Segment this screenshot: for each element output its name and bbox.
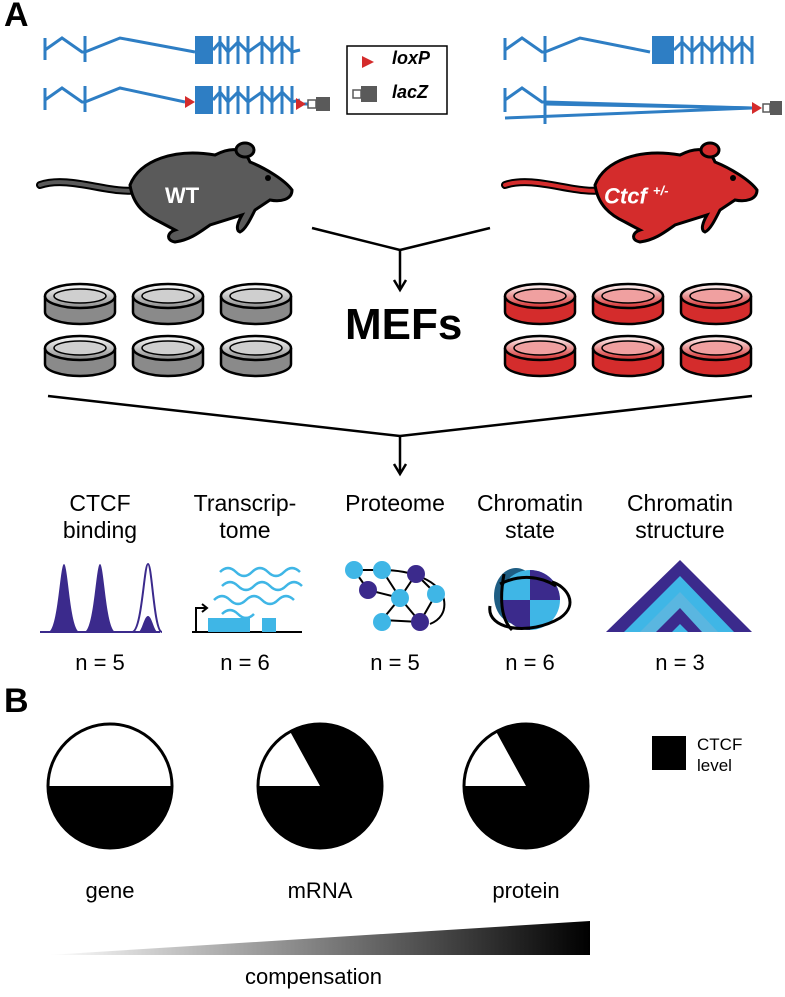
sample-count: n = 5: [370, 650, 420, 675]
assay-label-line1: Chromatin: [626, 490, 734, 516]
lacz-cassette-left: [307, 97, 330, 111]
assay-label-proteome: Proteome: [330, 490, 460, 517]
pie-filled-wedge: [48, 786, 172, 848]
het-gene-model-top: [503, 36, 754, 64]
panel-a-graphics: [36, 36, 782, 633]
ctcf-het-mouse-icon: [501, 141, 759, 244]
lacz-legend-icon: [352, 86, 377, 102]
chip-seq-peaks-icon: [40, 562, 163, 633]
merge-arrow-top: [311, 226, 491, 293]
assay-label-line1: Proteome: [345, 490, 445, 516]
lacz-legend-label: lacZ: [392, 82, 429, 102]
panel-b-letter: B: [4, 682, 29, 720]
assay-label-line1: Chromatin: [476, 490, 584, 516]
lacz-cassette-right: [762, 101, 782, 115]
compensation-gradient: [48, 921, 590, 955]
assay-label-line1: CTCF: [69, 490, 131, 516]
loxp-legend-icon: [362, 56, 374, 68]
legend-line1: CTCF: [697, 735, 743, 754]
wt-mouse-icon: [36, 141, 294, 244]
pie-outline: [256, 722, 384, 850]
assay-label-line2: binding: [62, 517, 138, 543]
pie-protein: [462, 722, 590, 850]
panel-b-graphics: [46, 722, 686, 955]
pie-outline: [462, 722, 590, 850]
panel-a-letter: A: [4, 0, 29, 34]
assay-label-ctcf-binding: CTCF binding: [40, 490, 160, 544]
pie-filled-wedge: [464, 724, 588, 848]
ctcf-mouse-label: Ctcf +/-: [604, 183, 668, 209]
transcriptome-icon: [192, 566, 303, 633]
wt-culture-dishes: [43, 282, 293, 378]
sample-count: n = 6: [505, 650, 555, 675]
legend-line2: level: [697, 756, 732, 775]
hic-triangle-icon: [606, 560, 752, 632]
assay-label-chromatin-structure: Chromatin structure: [610, 490, 750, 544]
assay-label-line2: structure: [635, 517, 725, 543]
pie-label-mrna: mRNA: [287, 878, 353, 903]
loxp-legend-label: loxP: [392, 48, 431, 68]
assay-label-line2: tome: [219, 517, 271, 543]
ctcf-level-pies: [46, 722, 590, 850]
wt-gene-model-top: [43, 36, 301, 64]
assay-label-transcriptome: Transcrip- tome: [180, 490, 310, 544]
pie-gene: [46, 722, 174, 850]
sample-count: n = 3: [655, 650, 705, 675]
nucleosome-icon: [488, 568, 572, 632]
compensation-label: compensation: [245, 964, 382, 989]
ctcf-level-legend-label: CTCF level: [697, 734, 742, 776]
protein-network-icon: [345, 561, 446, 631]
ctcf-genotype-superscript: +/-: [652, 183, 669, 198]
assay-label-chromatin-state: Chromatin state: [470, 490, 590, 544]
mefs-label: MEFs: [345, 300, 463, 349]
assay-label-line1: Transcrip-: [193, 490, 297, 516]
loxp-site-1: [185, 96, 195, 108]
wt-mouse-label: WT: [165, 183, 200, 208]
pie-outline: [46, 722, 174, 850]
deleted-gene-model: [503, 86, 753, 124]
ctcf-gene-name: Ctcf: [604, 183, 647, 209]
ctcf-level-legend-swatch: [652, 736, 686, 770]
sample-count: n = 6: [220, 650, 270, 675]
loxp-site-2: [296, 98, 306, 110]
split-arrow: [47, 394, 753, 477]
floxed-gene-model: [43, 86, 310, 114]
ctcf-culture-dishes: [503, 282, 753, 378]
sample-count: n = 5: [75, 650, 125, 675]
loxp-site-3: [752, 102, 762, 114]
pie-label-gene: gene: [85, 878, 135, 903]
pie-label-protein: protein: [492, 878, 560, 903]
assay-label-line2: state: [505, 517, 555, 543]
pie-filled-wedge: [258, 724, 383, 848]
pie-mrna: [256, 722, 384, 850]
